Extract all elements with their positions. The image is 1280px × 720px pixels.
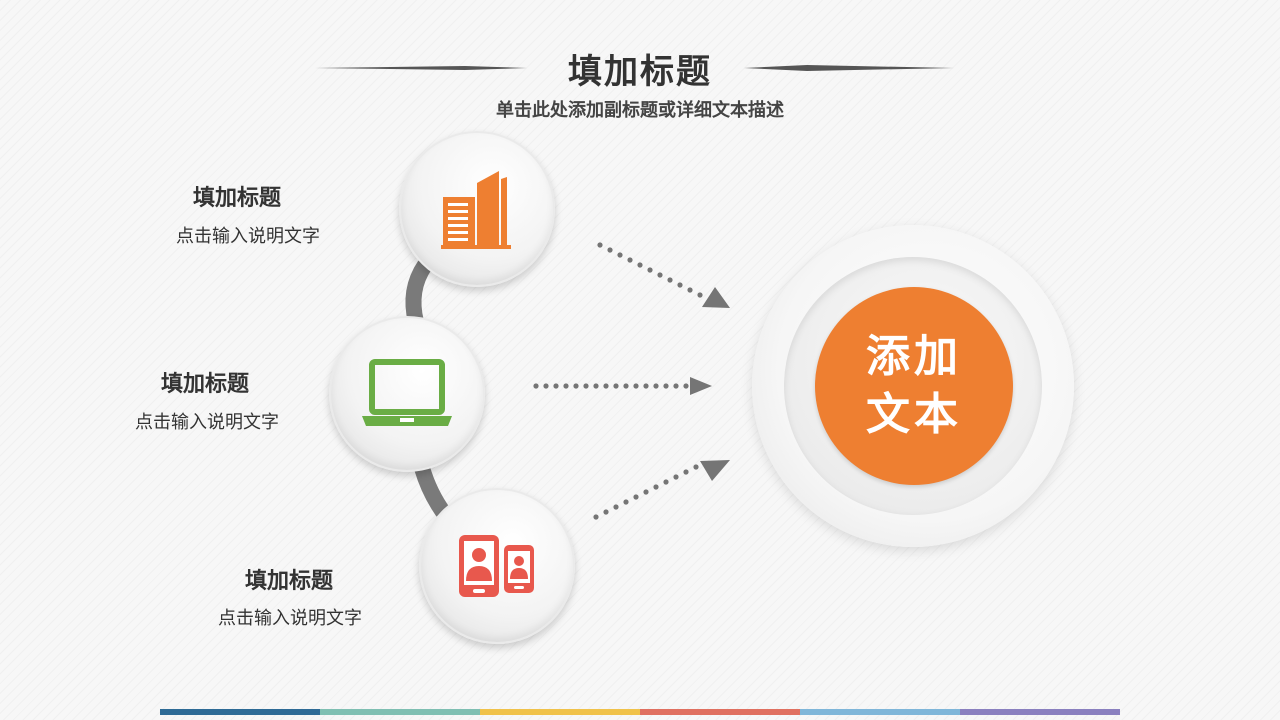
dotted-arrow-middle (533, 377, 712, 395)
bottom-bar-segment (320, 709, 480, 715)
title-right-line (744, 65, 954, 71)
title-left-line (315, 66, 527, 70)
bottom-bar-segment (800, 709, 960, 715)
bottom-color-bar (160, 709, 1120, 715)
item-2-circle (329, 316, 485, 472)
item-1-title: 填加标题 (192, 186, 281, 211)
mobile-users-icon (459, 535, 534, 597)
center-text-line-1: 添加 (866, 331, 962, 382)
center-circle[interactable]: 添加 文本 (815, 287, 1013, 485)
page-subtitle: 单击此处添加副标题或详细文本描述 (496, 100, 784, 121)
bottom-bar-segment (480, 709, 640, 715)
building-icon (441, 171, 511, 249)
bottom-bar-segment (960, 709, 1120, 715)
page-title: 填加标题 (568, 52, 712, 92)
item-3-title: 填加标题 (244, 569, 333, 594)
bottom-bar-segment (160, 709, 320, 715)
dotted-arrow-bottom (593, 460, 730, 520)
dotted-arrows (597, 242, 730, 308)
item-1-circle (399, 131, 555, 287)
item-2-title: 填加标题 (160, 372, 249, 397)
item-1-desc: 点击输入说明文字 (176, 226, 320, 247)
item-3-circle (419, 488, 575, 644)
item-2-desc: 点击输入说明文字 (135, 412, 279, 433)
bottom-bar-segment (640, 709, 800, 715)
item-3-desc: 点击输入说明文字 (218, 608, 362, 629)
center-text-line-2: 文本 (866, 389, 962, 440)
laptop-icon (362, 359, 452, 426)
